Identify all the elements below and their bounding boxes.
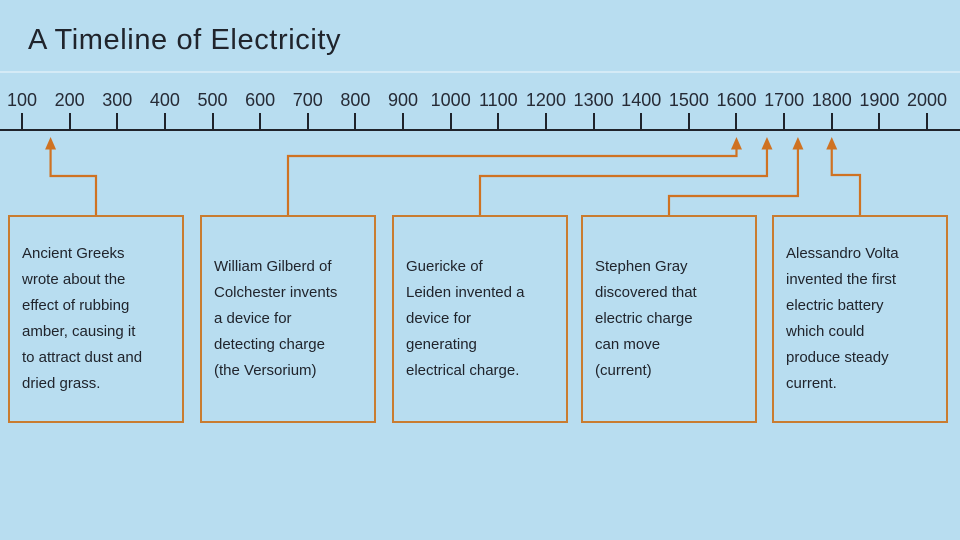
tick-mark-900 (402, 113, 405, 129)
tick-label-1500: 1500 (668, 90, 709, 110)
tick-label-1000: 1000 (430, 90, 471, 110)
arrow-head-icon-alessandro-volta (826, 137, 838, 150)
tick-label-1700: 1700 (764, 90, 805, 110)
connector-line-ancient-greeks (49, 149, 98, 215)
connector-line-alessandro-volta (830, 149, 862, 215)
tick-mark-1100 (497, 113, 500, 129)
tick-mark-700 (306, 113, 309, 129)
tick-mark-1000 (449, 113, 452, 129)
tick-mark-300 (116, 113, 119, 129)
event-box-stephen-gray: Stephen Gray discovered that electric ch… (581, 215, 757, 423)
arrow-head-icon-william-gilberd (730, 137, 742, 150)
page-title: A Timeline of Electricity (28, 24, 342, 56)
event-box-alessandro-volta: Alessandro Volta invented the first elec… (772, 215, 948, 423)
tick-label-300: 300 (102, 90, 133, 110)
tick-label-200: 200 (54, 90, 85, 110)
event-box-guericke: Guericke of Leiden invented a device for… (392, 215, 568, 423)
tick-label-1400: 1400 (621, 90, 662, 110)
tick-label-100: 100 (6, 90, 38, 110)
tick-mark-400 (163, 113, 166, 129)
tick-mark-1800 (830, 113, 833, 129)
event-text-william-gilberd: William Gilberd of Colchester invents a … (214, 258, 338, 379)
tick-mark-1300 (592, 113, 595, 129)
tick-label-1900: 1900 (859, 90, 900, 110)
tick-label-700: 700 (292, 90, 323, 110)
tick-label-1300: 1300 (573, 90, 614, 110)
title-divider (0, 71, 960, 73)
tick-mark-1500 (687, 113, 690, 129)
connector-line-guericke (478, 149, 769, 215)
arrow-head-icon-ancient-greeks (45, 137, 57, 150)
event-box-william-gilberd: William Gilberd of Colchester invents a … (200, 215, 376, 423)
tick-label-1600: 1600 (716, 90, 757, 110)
event-text-ancient-greeks: Ancient Greeks wrote about the effect of… (22, 245, 143, 392)
tick-mark-800 (354, 113, 357, 129)
timeline-axis-line (0, 129, 960, 131)
tick-mark-1200 (544, 113, 547, 129)
tick-label-400: 400 (149, 90, 180, 110)
tick-label-2000: 2000 (906, 90, 948, 110)
arrow-head-icon-guericke (761, 137, 773, 150)
tick-mark-1400 (640, 113, 643, 129)
tick-mark-1600 (735, 113, 738, 129)
connector-line-stephen-gray (667, 149, 800, 215)
event-box-ancient-greeks: Ancient Greeks wrote about the effect of… (8, 215, 184, 423)
tick-label-1800: 1800 (811, 90, 852, 110)
event-text-stephen-gray: Stephen Gray discovered that electric ch… (595, 258, 697, 379)
event-text-alessandro-volta: Alessandro Volta invented the first elec… (786, 245, 899, 392)
arrow-head-icon-stephen-gray (792, 137, 804, 150)
tick-mark-600 (259, 113, 262, 129)
tick-label-500: 500 (197, 90, 228, 110)
tick-mark-200 (68, 113, 71, 129)
connector-line-william-gilberd (286, 149, 738, 215)
tick-mark-500 (211, 113, 214, 129)
tick-mark-100 (21, 113, 23, 129)
tick-mark-1700 (783, 113, 786, 129)
tick-label-900: 900 (388, 90, 419, 110)
tick-mark-2000 (926, 113, 928, 129)
tick-label-1200: 1200 (525, 90, 566, 110)
tick-label-1100: 1100 (478, 90, 518, 110)
event-text-guericke: Guericke of Leiden invented a device for… (406, 258, 525, 379)
tick-mark-1900 (878, 113, 881, 129)
tick-label-600: 600 (245, 90, 276, 110)
tick-label-800: 800 (340, 90, 371, 110)
